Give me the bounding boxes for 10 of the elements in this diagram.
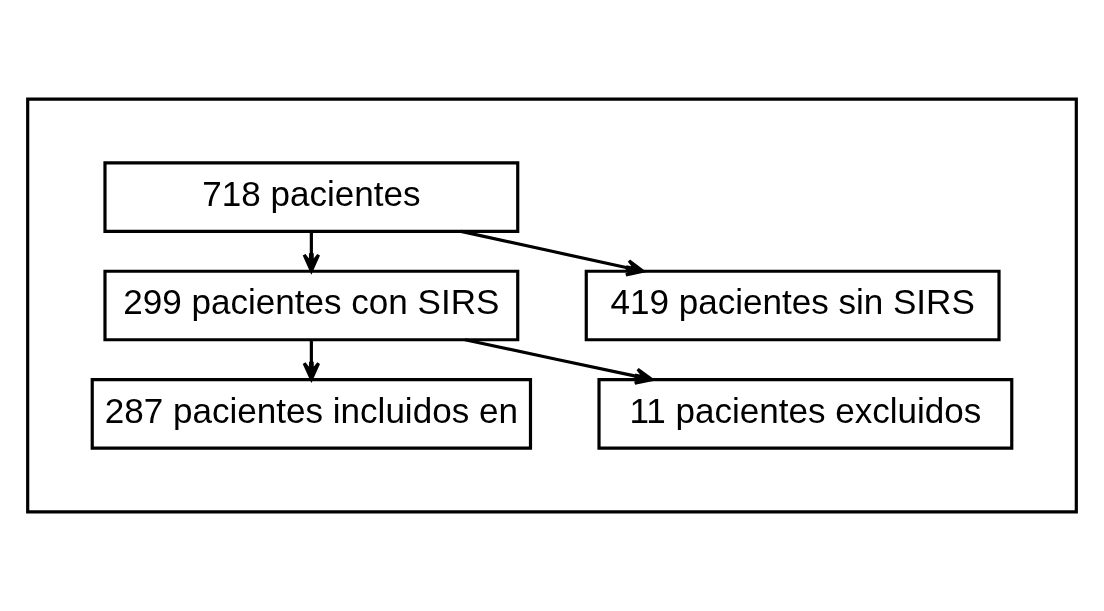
arrow: [464, 338, 654, 385]
node-box: 287 pacientes incluidos en: [90, 378, 533, 450]
arrow: [460, 229, 645, 277]
cluster: [26, 97, 1078, 514]
node-box: 419 pacientes sin SIRS: [584, 269, 1001, 342]
node-box: 299 pacientes con SIRS: [103, 269, 520, 342]
arrow: [302, 339, 321, 381]
node-box: 718 pacientes: [103, 161, 520, 233]
node-box: 11 pacientes excluidos: [597, 378, 1014, 450]
arrow: [302, 231, 321, 273]
